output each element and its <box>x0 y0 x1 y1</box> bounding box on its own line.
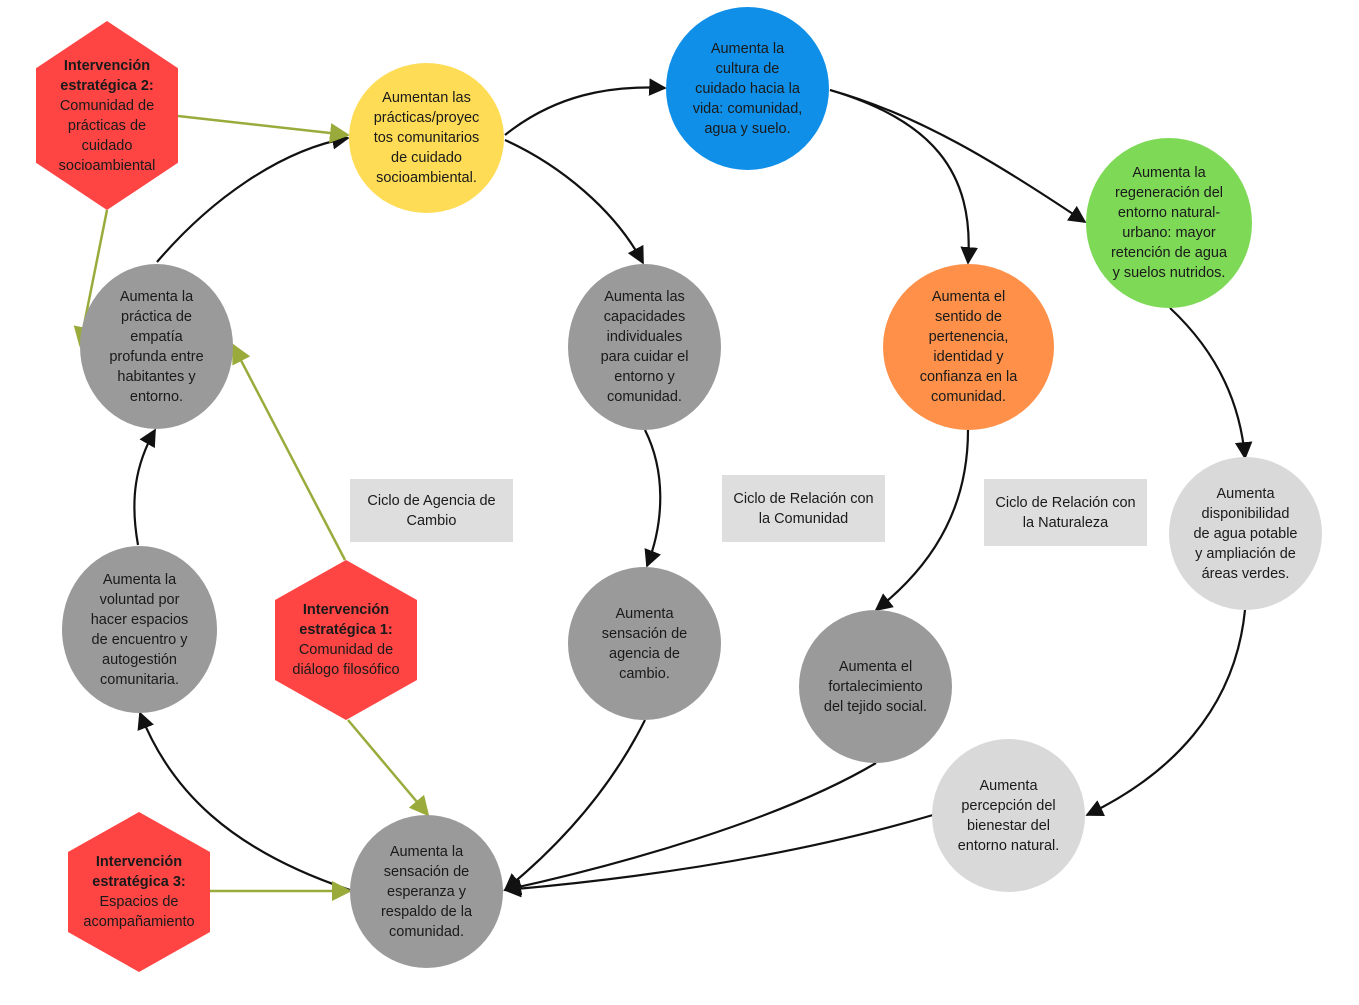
node-agencia: Aumenta sensación de agencia de cambio. <box>568 567 721 720</box>
node-esperanza: Aumenta la sensación de esperanza y resp… <box>350 815 503 968</box>
arrow-voluntad-to-empatia <box>133 428 156 546</box>
node-pertenencia-text: Aumenta el sentido de pertenencia, ident… <box>919 289 1018 405</box>
node-regeneracion-text: Aumenta la regeneración del entorno natu… <box>1110 165 1228 281</box>
arrow-capacidades-to-agencia <box>644 429 662 568</box>
intervention-3-desc: Espacios de acompañamiento <box>83 894 195 930</box>
node-practicas-text: Aumentan las prácticas/proyec tos comuni… <box>373 90 480 186</box>
node-practicas: Aumentan las prácticas/proyec tos comuni… <box>349 63 504 213</box>
arrow-agencia-to-esperanza <box>503 719 646 892</box>
arrow-regeneracion-to-disponibilidad <box>1169 307 1253 460</box>
cycle-label-naturaleza: Ciclo de Relación con la Naturaleza <box>984 479 1147 546</box>
arrow-empatia-to-practicas <box>156 132 350 263</box>
arrow-ie1-to-empatia <box>231 343 347 561</box>
arrow-esperanza-to-voluntad <box>137 711 351 892</box>
node-empatia: Aumenta la práctica de empatía profunda … <box>80 264 233 429</box>
cycle-label-comunidad: Ciclo de Relación con la Comunidad <box>722 475 885 542</box>
node-tejido-text: Aumenta el fortalecimiento del tejido so… <box>823 658 928 715</box>
node-disponibilidad: Aumenta disponibilidad de agua potable y… <box>1169 457 1322 610</box>
arrow-ie2-to-practicas <box>177 114 350 143</box>
node-tejido: Aumenta el fortalecimiento del tejido so… <box>799 610 952 763</box>
node-cultura: Aumenta la cultura de cuidado hacia la v… <box>666 7 829 170</box>
arrow-practicas-to-cultura <box>504 78 667 136</box>
node-capacidades: Aumenta las capacidades individuales par… <box>568 264 721 430</box>
arrow-ie1-to-esperanza <box>347 719 430 817</box>
cycle-label-agencia: Ciclo de Agencia de Cambio <box>350 479 513 542</box>
intervention-hexagon-2: Intervención estratégica 2: Comunidad de… <box>36 21 178 210</box>
node-disponibilidad-text: Aumenta disponibilidad de agua potable y… <box>1193 485 1298 582</box>
arrow-tejido-to-esperanza <box>503 762 877 896</box>
intervention-hexagon-1: Intervención estratégica 1: Comunidad de… <box>275 560 417 720</box>
node-esperanza-text: Aumenta la sensación de esperanza y resp… <box>380 843 473 940</box>
arrow-cultura-to-pertenencia <box>829 88 978 265</box>
arrow-cultura-to-regeneracion <box>829 88 1087 223</box>
node-agencia-text: Aumenta sensación de agencia de cambio. <box>601 605 688 682</box>
node-voluntad: Aumenta la voluntad por hacer espacios d… <box>62 546 217 713</box>
node-empatia-text: Aumenta la práctica de empatía profunda … <box>109 288 204 405</box>
node-capacidades-text: Aumenta las capacidades individuales par… <box>600 289 689 405</box>
arrow-practicas-to-capacidades <box>504 138 644 265</box>
arrow-disponibilidad-to-percepcion <box>1085 609 1247 817</box>
node-pertenencia: Aumenta el sentido de pertenencia, ident… <box>883 264 1054 430</box>
intervention-2-desc: Comunidad de prácticas de cuidado socioa… <box>58 97 156 174</box>
arrow-pertenencia-to-tejido <box>874 429 970 612</box>
node-percepcion: Aumenta percepción del bienestar del ent… <box>932 739 1085 892</box>
intervention-1-title: Intervención estratégica 1: <box>299 602 393 638</box>
intervention-1-desc: Comunidad de diálogo filosófico <box>292 642 400 678</box>
node-regeneracion: Aumenta la regeneración del entorno natu… <box>1086 138 1252 308</box>
intervention-2-title: Intervención estratégica 2: <box>60 57 154 94</box>
arrow-percepcion-to-esperanza <box>503 813 934 898</box>
node-cultura-text: Aumenta la cultura de cuidado hacia la v… <box>692 40 803 137</box>
node-voluntad-text: Aumenta la voluntad por hacer espacios d… <box>90 571 189 688</box>
node-percepcion-text: Aumenta percepción del bienestar del ent… <box>957 777 1060 854</box>
intervention-3-title: Intervención estratégica 3: <box>92 854 186 890</box>
intervention-hexagon-3: Intervención estratégica 3: Espacios de … <box>68 812 210 972</box>
